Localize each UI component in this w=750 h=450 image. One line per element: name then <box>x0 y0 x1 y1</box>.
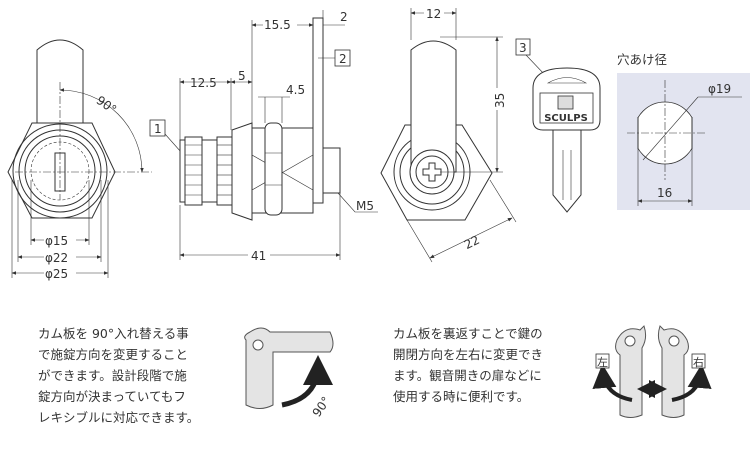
dim-2: 2 <box>340 10 348 24</box>
part-label-1: 1 <box>154 122 162 136</box>
sculps-logo-icon <box>557 95 574 110</box>
note-flip: カム板を裏返すことで鍵の 開閉方向を左右に変更でき ます。観音開きの扉などに 使… <box>393 325 712 418</box>
cam-flip-illustration: 左 右 <box>592 325 712 418</box>
front-view: 90° φ15 φ22 φ25 <box>7 39 152 281</box>
note-flip-line: 開閉方向を左右に変更でき <box>393 347 543 362</box>
note-rotate: カム板を 90°入れ替える事 で施錠方向を変更すること ができます。設計段階で施… <box>38 326 334 425</box>
back-view: 12 35 22 <box>380 6 517 263</box>
cam-plate-back <box>410 40 457 173</box>
dim-41: 41 <box>251 249 266 263</box>
part-label-3: 3 <box>519 41 527 55</box>
note-flip-line: 使用する時に便利です。 <box>393 389 529 404</box>
right-label: 右 <box>693 355 704 369</box>
dim-12: 12 <box>426 7 441 21</box>
note-flip-line: カム板を裏返すことで鍵の <box>393 326 543 341</box>
key-brand: SCULPS <box>544 113 588 124</box>
dim-12-5: 12.5 <box>190 76 217 90</box>
note-rotate-line: レキシブルに対応できます。 <box>38 410 199 425</box>
thread-label: M5 <box>356 199 374 213</box>
rotate-angle-label: 90° <box>310 394 334 419</box>
dim-5: 5 <box>238 69 246 83</box>
hole-diameter: φ19 <box>708 82 731 96</box>
side-view: 1 2 M5 12.5 5 4.5 15.5 2 <box>149 10 378 263</box>
note-rotate-line: カム板を 90°入れ替える事 <box>38 326 189 341</box>
dim-22: 22 <box>462 233 482 252</box>
m5-nut <box>322 147 341 194</box>
knurl-ring-1 <box>184 136 203 206</box>
part-label-1-box <box>149 119 166 137</box>
angle-label: 90° <box>94 93 119 117</box>
bezel <box>231 122 253 221</box>
mounting-nut <box>264 122 283 216</box>
part-label-2: 2 <box>339 52 347 66</box>
note-rotate-line: ができます。設計段階で施 <box>38 368 187 383</box>
cam-rotate-illustration: 90° <box>244 327 334 420</box>
hole-title: 穴あけ径 <box>617 52 667 67</box>
dim-d15: φ15 <box>45 234 68 248</box>
dim-4-5: 4.5 <box>286 83 305 97</box>
hole-panel: 穴あけ径 φ19 16 <box>617 52 750 210</box>
dim-35: 35 <box>493 93 507 108</box>
phillips-screw-icon <box>422 162 442 182</box>
dim-15-5: 15.5 <box>264 18 291 32</box>
key-blade <box>552 127 582 213</box>
hole-width: 16 <box>657 186 672 200</box>
part-label-3-box <box>515 38 531 56</box>
cam-plate-side <box>312 17 324 204</box>
dim-d22: φ22 <box>45 251 68 265</box>
left-label: 左 <box>597 356 608 369</box>
key: 3 SCULPS <box>515 38 601 213</box>
note-flip-line: ます。観音開きの扉などに <box>393 368 542 383</box>
dim-d25: φ25 <box>45 267 68 281</box>
note-rotate-line: で施錠方向を変更すること <box>38 347 188 362</box>
note-rotate-line: 錠方向が決まっていてもフ <box>38 389 186 404</box>
